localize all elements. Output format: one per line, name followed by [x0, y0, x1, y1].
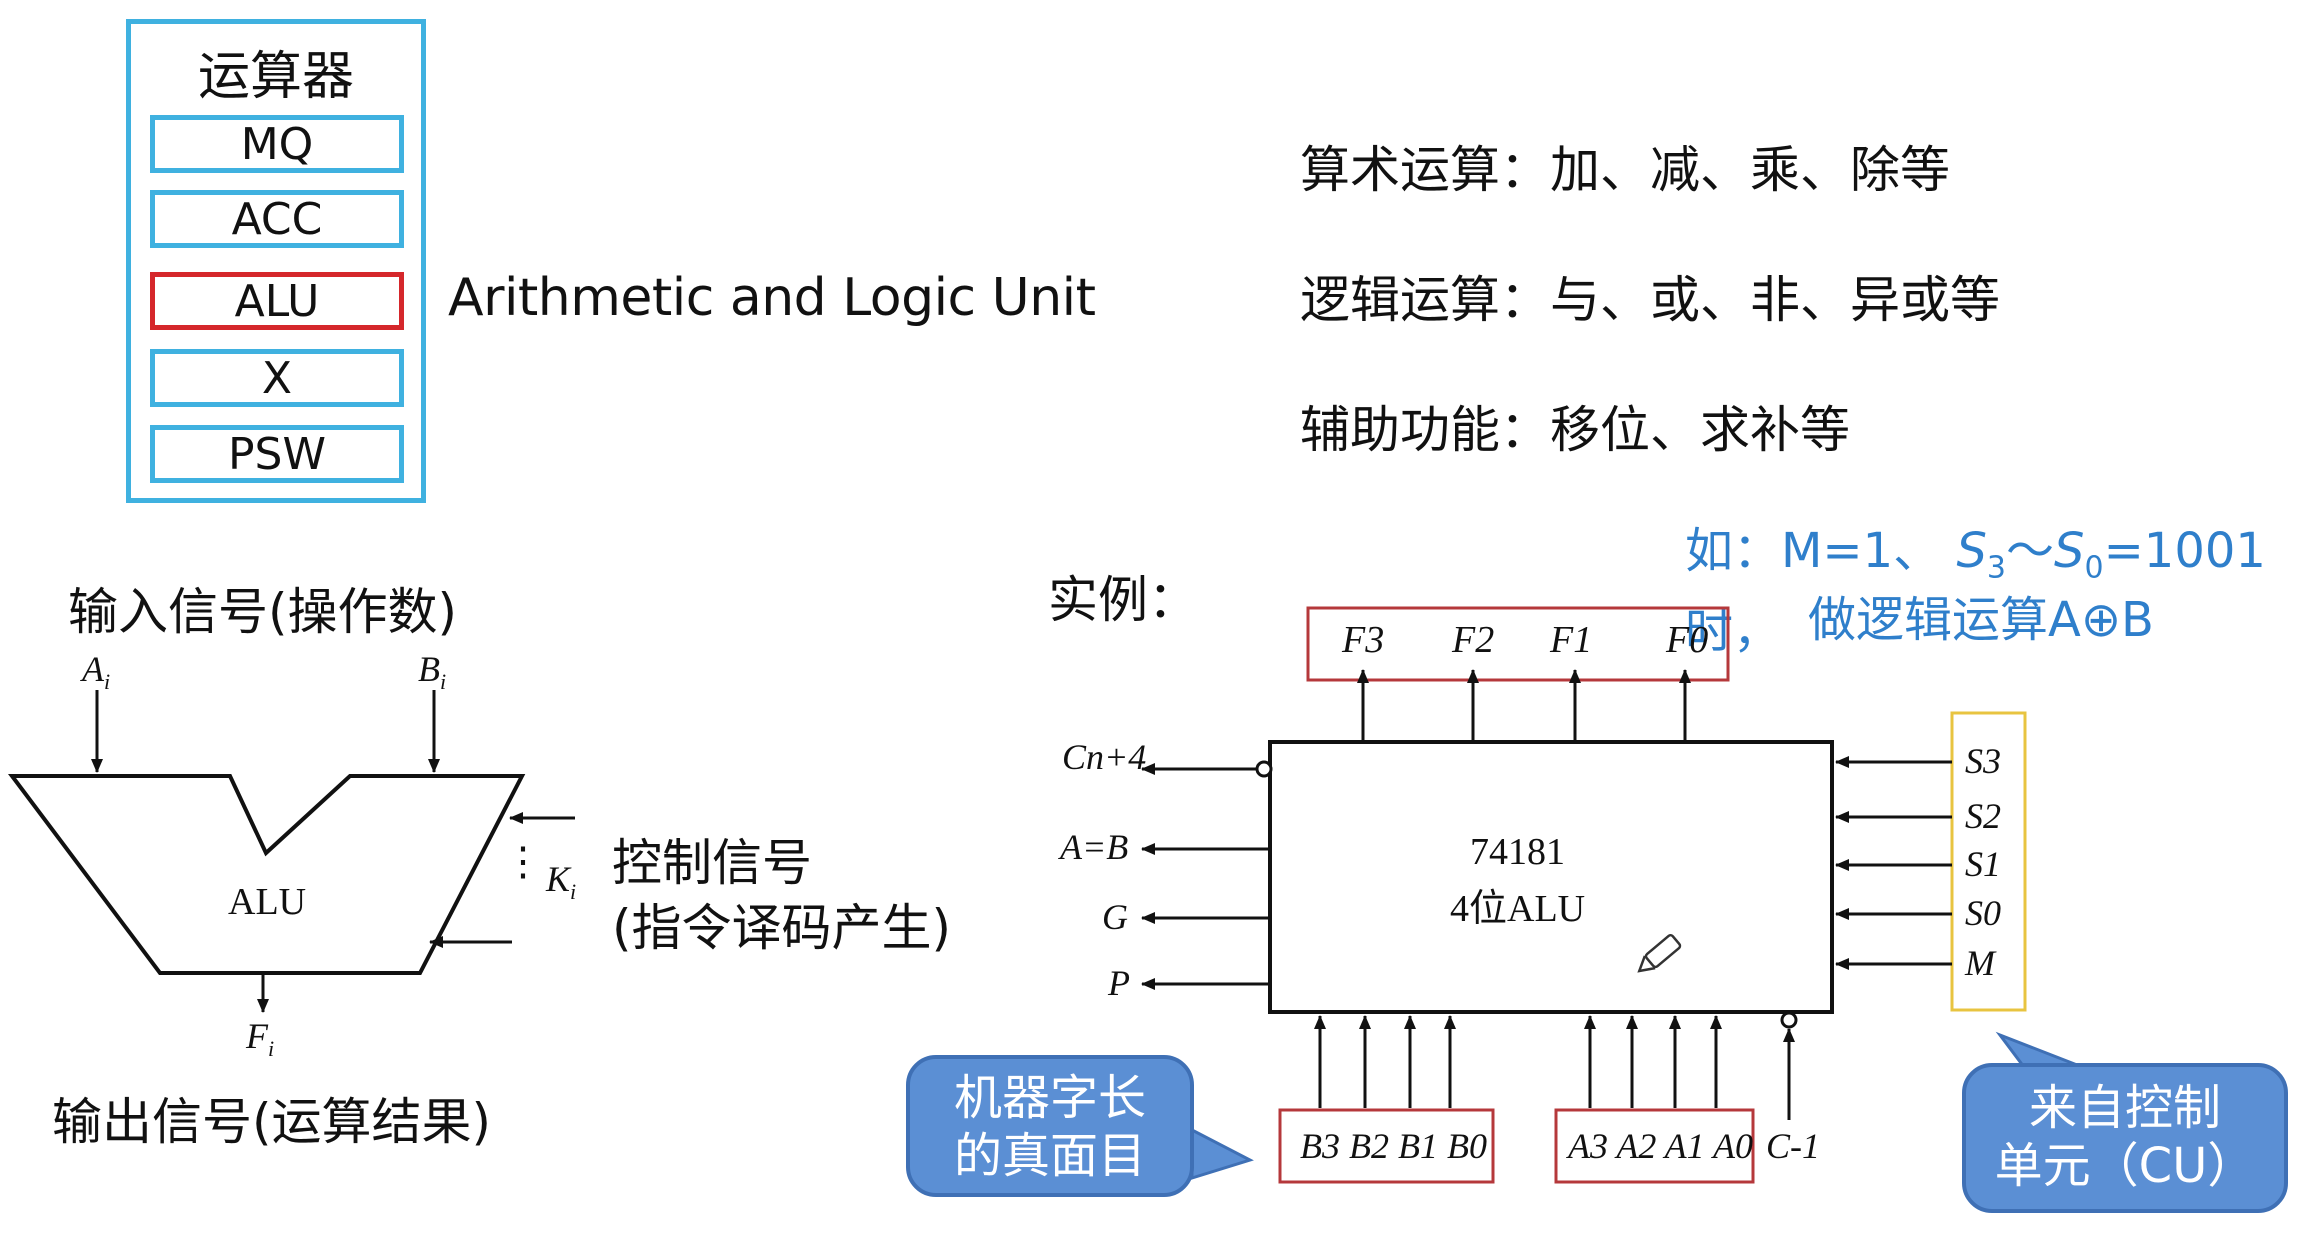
chip-body — [1268, 740, 1834, 1014]
output-f-group-box — [1306, 606, 1730, 682]
carry-in-bubble — [1780, 1011, 1798, 1029]
label-g: G — [1102, 897, 1128, 937]
label-p: P — [1108, 963, 1130, 1003]
input-a-group-box — [1554, 1108, 1755, 1184]
func-aux: 辅助功能：移位、求补等 — [1300, 401, 1850, 459]
func-logic: 逻辑运算：与、或、非、异或等 — [1300, 271, 2000, 329]
alu-symbol: ⋮ — [7, 690, 575, 1013]
bubble-word-line1: 机器字长 — [953, 1070, 1146, 1126]
alu-symbol-label: ALU — [228, 881, 307, 923]
register-psw: PSW — [150, 425, 404, 483]
label-bi: Bi — [418, 649, 447, 695]
label-fi: Fi — [246, 1016, 275, 1062]
example-note-line1: 如：M=1、 S3～S0=1001时， — [1685, 523, 2266, 659]
label-ki: Ki — [546, 859, 577, 905]
input-signal-label: 输入信号(操作数) — [68, 583, 458, 641]
label-f0: F0 — [1666, 619, 1709, 661]
chip-name: 74181 — [1470, 831, 1565, 873]
bubble-word-tail — [1190, 1127, 1254, 1181]
bubble-word-line2: 的真面目 — [953, 1128, 1146, 1184]
select-input-group-box — [1950, 711, 2027, 1012]
input-b-group-box — [1278, 1108, 1495, 1184]
register-alu: ALU — [150, 272, 404, 330]
bubble-word-length: 机器字长 的真面目 — [906, 1055, 1194, 1197]
label-s0: S0 — [1965, 893, 2001, 933]
label-m: M — [1965, 943, 1995, 983]
label-s1: S1 — [1965, 844, 2001, 884]
register-x: X — [150, 349, 404, 407]
label-s3: S3 — [1965, 741, 2001, 781]
cn4-bubble — [1255, 760, 1273, 778]
label-b-inputs: B3 B2 B1 B0 — [1300, 1126, 1487, 1166]
register-mq: MQ — [150, 115, 404, 173]
bubble-from-cu: 来自控制 单元（CU） — [1962, 1063, 2288, 1213]
alu-shape — [7, 774, 526, 975]
label-ai: Ai — [82, 649, 111, 695]
chip-desc: 4位ALU — [1450, 888, 1586, 930]
label-f3: F3 — [1342, 619, 1385, 661]
func-arith: 算术运算：加、减、乘、除等 — [1300, 141, 1950, 199]
label-f1: F1 — [1550, 619, 1593, 661]
control-signal-label: 控制信号 — [612, 834, 812, 892]
label-f2: F2 — [1452, 619, 1495, 661]
output-signal-label: 输出信号(运算结果) — [52, 1093, 492, 1151]
bubble-cu-line1: 来自控制 — [2028, 1080, 2221, 1136]
example-note-line2: 做逻辑运算A⊕B — [1808, 592, 2154, 648]
label-aeqb: A=B — [1060, 827, 1129, 867]
register-group-box — [126, 19, 426, 503]
register-group-title: 运算器 — [197, 47, 354, 107]
label-cn4: Cn+4 — [1062, 737, 1147, 777]
register-acc: ACC — [150, 190, 404, 248]
label-carry-in: C-1 — [1766, 1126, 1820, 1166]
control-signal-source: (指令译码产生) — [612, 899, 952, 957]
label-s2: S2 — [1965, 796, 2001, 836]
bubble-cu-line2: 单元（CU） — [1994, 1138, 2256, 1194]
pencil-icon — [1637, 933, 1682, 973]
control-dots: ⋮ — [503, 839, 543, 884]
alu-full-name: Arithmetic and Logic Unit — [448, 268, 1096, 328]
example-label: 实例： — [1048, 571, 1198, 629]
label-a-inputs: A3 A2 A1 A0 — [1568, 1126, 1754, 1166]
